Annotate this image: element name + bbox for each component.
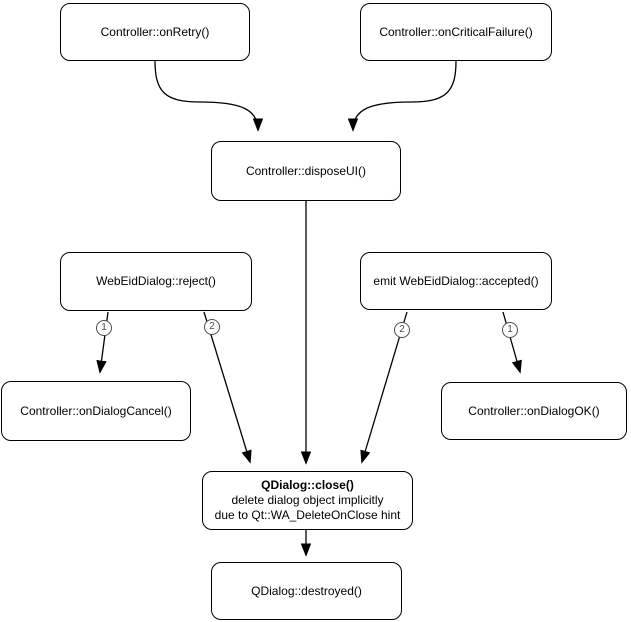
node-label: Controller::onDialogCancel() (20, 403, 172, 418)
edge-reject-to-close (203, 311, 250, 462)
node-label: emit WebEidDialog::accepted() (373, 273, 539, 288)
edge-onretry-to-disposeui (154, 60, 258, 130)
edge-sequence-label-circled-1: 1 (96, 320, 112, 336)
node-qdialog-destroyed: QDialog::destroyed() (211, 562, 402, 620)
node-subtitle-line2: due to Qt::WA_DeleteOnClose hint (214, 508, 401, 522)
node-label: Controller::onDialogOK() (468, 403, 600, 418)
node-controller-oncriticalfailure: Controller::onCriticalFailure() (360, 3, 552, 61)
node-controller-ondialogcancel: Controller::onDialogCancel() (1, 381, 191, 441)
node-subtitle-line1: delete dialog object implicitly (231, 493, 384, 507)
node-webeiddialog-accepted: emit WebEidDialog::accepted() (360, 252, 552, 310)
node-label: Controller::onRetry() (100, 24, 210, 39)
edge-oncriticalfailure-to-disposeui (353, 60, 457, 130)
edge-sequence-label-circled-2: 2 (204, 319, 220, 335)
node-controller-ondialogok: Controller::onDialogOK() (441, 382, 627, 440)
node-title: QDialog::close() (261, 478, 354, 492)
node-controller-onretry: Controller::onRetry() (60, 3, 250, 61)
edge-sequence-label-circled-1: 1 (502, 322, 518, 338)
node-label: QDialog::destroyed() (251, 583, 362, 598)
node-label: Controller::onCriticalFailure() (379, 24, 533, 39)
node-qdialog-close: QDialog::close() delete dialog object im… (202, 471, 413, 530)
edge-sequence-label-circled-2: 2 (394, 322, 410, 338)
node-label: WebEidDialog::reject() (96, 274, 216, 288)
node-webeiddialog-reject: WebEidDialog::reject() (60, 252, 252, 311)
node-controller-disposeui: Controller::disposeUI() (211, 141, 401, 201)
edge-accepted-to-ondialogok (502, 311, 520, 372)
node-label: Controller::disposeUI() (245, 163, 367, 178)
